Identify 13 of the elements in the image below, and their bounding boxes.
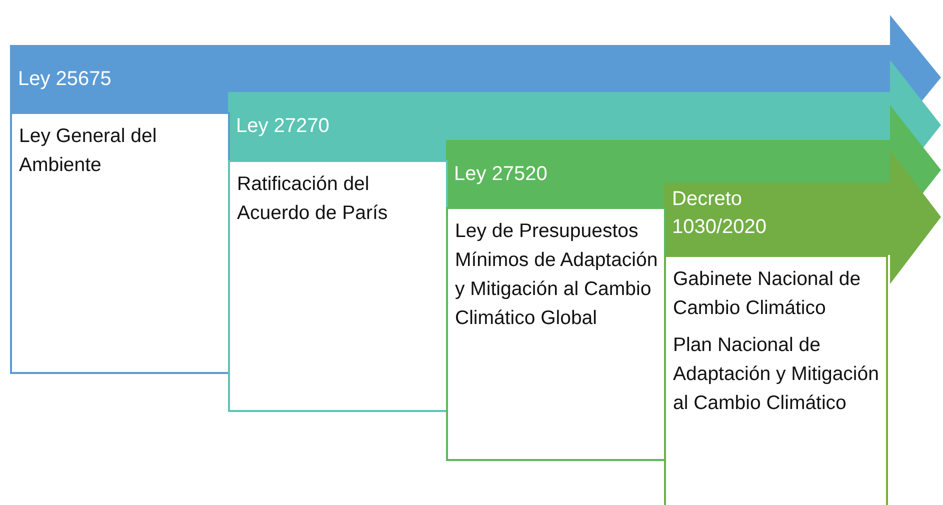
description-panel xyxy=(10,112,230,374)
description-panel xyxy=(446,207,666,461)
law-title: Decreto 1030/2020 xyxy=(672,187,768,240)
description-text: Ley de Presupuestos Mínimos de Adaptación y Mitigación al Cambio Climático Global xyxy=(455,219,658,331)
description-text: Ratificación del Acuerdo de París xyxy=(237,172,389,226)
description-text: Plan Nacional de Adaptación y Mitigación al Cambio Climático xyxy=(673,333,880,416)
description-text: Gabinete Nacional de Cambio Climático xyxy=(673,267,862,321)
description-panel xyxy=(228,160,448,412)
law-title: Ley 27270 xyxy=(236,114,330,139)
description-panel xyxy=(664,255,888,505)
law-title: Ley 25675 xyxy=(18,66,112,92)
law-title: Ley 27520 xyxy=(454,162,548,186)
description-text: Ley General del Ambiente xyxy=(19,124,158,178)
